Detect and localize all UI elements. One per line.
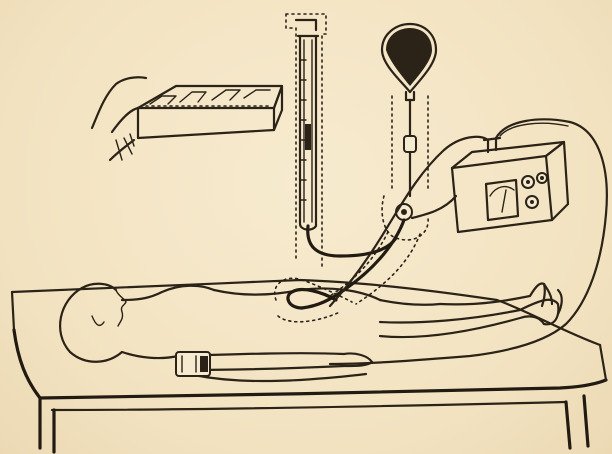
meter-box — [452, 138, 568, 232]
arm-cuff — [176, 352, 210, 376]
inset-detail — [92, 77, 282, 160]
manometer — [286, 14, 396, 270]
tubing — [275, 196, 456, 322]
reservoir-bulb — [382, 24, 436, 240]
